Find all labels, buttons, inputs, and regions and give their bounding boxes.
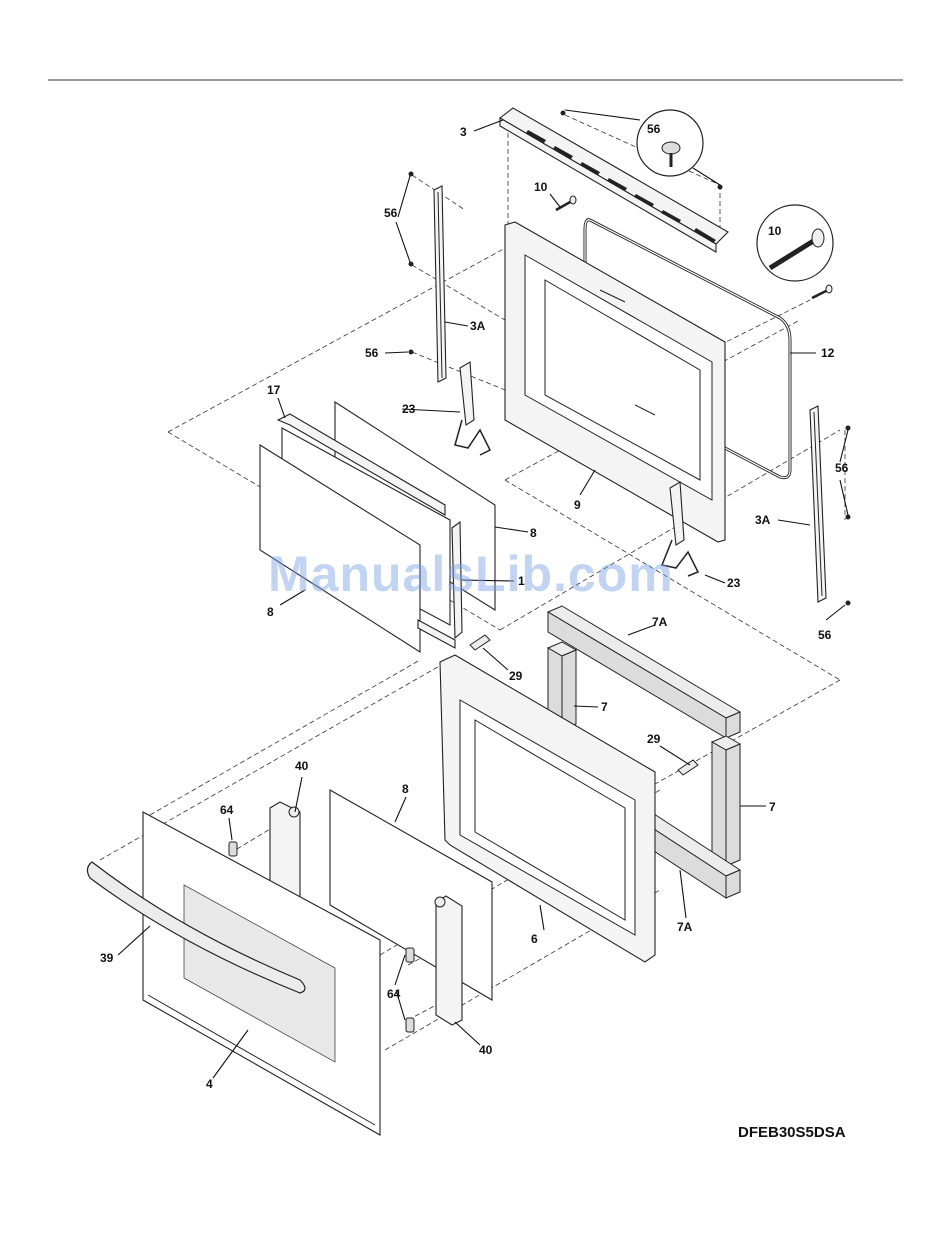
callout-7a: 7A <box>677 920 693 934</box>
callout-40: 40 <box>295 759 309 773</box>
part-3a-right-trim <box>810 406 826 602</box>
part-17-glass-frame <box>260 402 495 652</box>
part-23-hinge-left <box>455 362 490 455</box>
callout-17: 17 <box>267 383 281 397</box>
callout-64: 64 <box>220 803 234 817</box>
part-3a-left-trim <box>434 186 446 382</box>
callout-29: 29 <box>509 669 523 683</box>
part-9-inner-panel <box>505 222 725 542</box>
callout-56: 56 <box>647 122 661 136</box>
watermark: ManualsLib.com <box>268 545 674 603</box>
callout-56: 56 <box>365 346 379 360</box>
callout-3a: 3A <box>755 513 771 527</box>
callout-56: 56 <box>818 628 832 642</box>
callout-10: 10 <box>534 180 548 194</box>
callout-10: 10 <box>768 224 782 238</box>
bolt-icon <box>556 196 576 210</box>
callout-29: 29 <box>647 732 661 746</box>
part-29-spacer <box>470 635 490 650</box>
callout-4: 4 <box>206 1077 213 1091</box>
callout-56: 56 <box>384 206 398 220</box>
part-7a-top-block <box>548 606 740 738</box>
callout-6: 6 <box>531 932 538 946</box>
callout-39: 39 <box>100 951 114 965</box>
callout-40: 40 <box>479 1043 493 1057</box>
callout-8: 8 <box>530 526 537 540</box>
callout-7: 7 <box>601 700 608 714</box>
callout-9: 9 <box>574 498 581 512</box>
callout-12: 12 <box>821 346 835 360</box>
callout-8: 8 <box>402 782 409 796</box>
model-code: DFEB30S5DSA <box>738 1124 846 1141</box>
callout-56: 56 <box>835 461 849 475</box>
callout-23: 23 <box>727 576 741 590</box>
part-7-right-block <box>712 736 740 866</box>
zoom-detail-screw <box>637 110 703 176</box>
callout-8: 8 <box>267 605 274 619</box>
callout-3: 3 <box>460 125 467 139</box>
callout-7: 7 <box>769 800 776 814</box>
callout-23: 23 <box>402 402 416 416</box>
bolt-icon <box>812 285 832 298</box>
callout-64: 64 <box>387 987 401 1001</box>
zoom-detail-bolt <box>757 205 833 281</box>
callout-7a: 7A <box>652 615 668 629</box>
part-40-hinge-bracket <box>435 896 462 1025</box>
part-29-spacer <box>678 760 698 775</box>
callout-3a: 3A <box>470 319 486 333</box>
